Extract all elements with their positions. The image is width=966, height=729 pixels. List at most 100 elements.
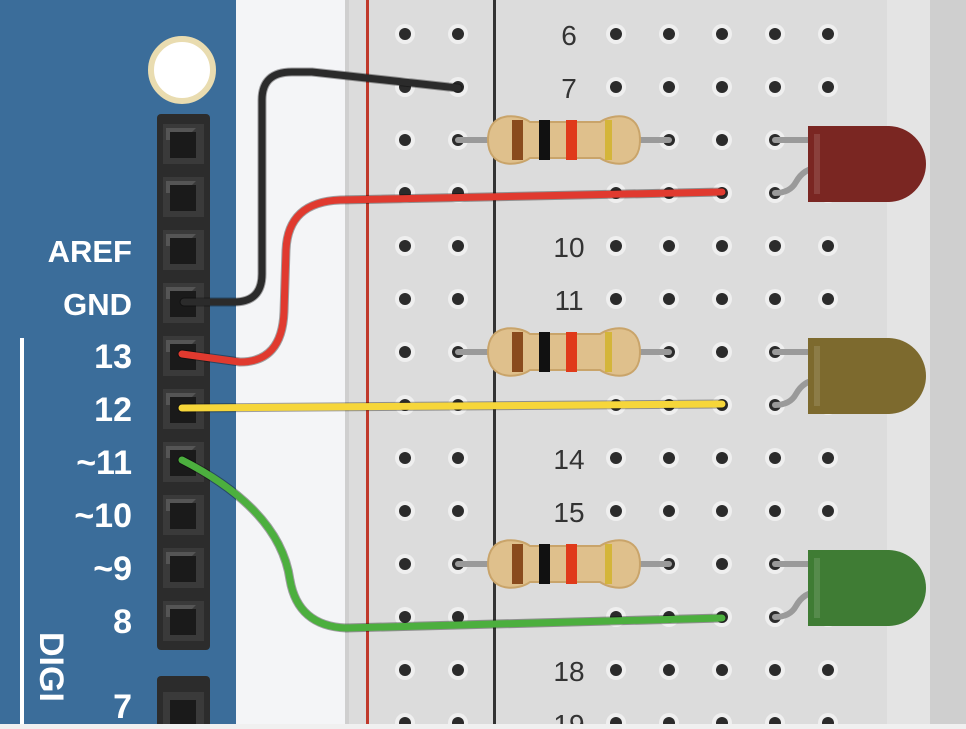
row-number: 10 bbox=[553, 232, 584, 263]
breadboard-hole[interactable] bbox=[822, 240, 834, 252]
breadboard-hole[interactable] bbox=[716, 558, 728, 570]
breadboard-hole[interactable] bbox=[716, 293, 728, 305]
resistor-band bbox=[512, 120, 523, 160]
header-pin[interactable] bbox=[170, 185, 196, 211]
led-green[interactable] bbox=[772, 550, 926, 626]
leds bbox=[772, 126, 926, 626]
breadboard-hole[interactable] bbox=[610, 664, 622, 676]
breadboard-hole[interactable] bbox=[452, 611, 464, 623]
pin12-wire[interactable] bbox=[178, 400, 726, 412]
breadboard-hole[interactable] bbox=[716, 134, 728, 146]
breadboard-hole[interactable] bbox=[663, 664, 675, 676]
pin-label: GND bbox=[63, 287, 132, 322]
pin13-wire[interactable] bbox=[178, 188, 726, 366]
header-pin[interactable] bbox=[170, 238, 196, 264]
mounting-hole bbox=[148, 36, 216, 104]
pin-label: ~10 bbox=[74, 497, 132, 535]
breadboard-hole[interactable] bbox=[610, 28, 622, 40]
digital-section-label: DIGI bbox=[32, 632, 70, 702]
breadboard-hole[interactable] bbox=[769, 81, 781, 93]
power-rail-red-line bbox=[366, 0, 369, 724]
breadboard-hole[interactable] bbox=[452, 240, 464, 252]
row-number: 15 bbox=[553, 497, 584, 528]
breadboard-hole[interactable] bbox=[822, 81, 834, 93]
header-pin[interactable] bbox=[170, 609, 196, 635]
pin-label: 13 bbox=[94, 338, 132, 376]
breadboard-hole[interactable] bbox=[769, 505, 781, 517]
breadboard-hole[interactable] bbox=[399, 293, 411, 305]
header-pin[interactable] bbox=[170, 700, 196, 726]
breadboard-hole[interactable] bbox=[663, 293, 675, 305]
breadboard-hole[interactable] bbox=[452, 452, 464, 464]
breadboard-hole[interactable] bbox=[716, 81, 728, 93]
header-pin[interactable] bbox=[170, 556, 196, 582]
led-body bbox=[808, 550, 926, 626]
breadboard-hole[interactable] bbox=[399, 505, 411, 517]
breadboard-hole[interactable] bbox=[610, 293, 622, 305]
breadboard-hole[interactable] bbox=[452, 505, 464, 517]
led-yellow[interactable] bbox=[772, 338, 926, 414]
breadboard-hole[interactable] bbox=[399, 452, 411, 464]
breadboard-hole[interactable] bbox=[769, 28, 781, 40]
header-pin[interactable] bbox=[170, 503, 196, 529]
resistor-middle[interactable] bbox=[455, 327, 672, 377]
resistor-band bbox=[539, 544, 550, 584]
breadboard-hole[interactable] bbox=[663, 28, 675, 40]
breadboard-hole[interactable] bbox=[716, 664, 728, 676]
breadboard-hole[interactable] bbox=[716, 240, 728, 252]
row-number: 6 bbox=[561, 20, 577, 51]
breadboard-hole[interactable] bbox=[399, 28, 411, 40]
breadboard-hole[interactable] bbox=[716, 346, 728, 358]
pin-label: 8 bbox=[113, 603, 132, 641]
resistor-band bbox=[566, 544, 577, 584]
breadboard-hole[interactable] bbox=[610, 240, 622, 252]
resistor-band bbox=[605, 544, 612, 584]
breadboard-hole[interactable] bbox=[716, 28, 728, 40]
breadboard-hole[interactable] bbox=[610, 505, 622, 517]
breadboard-hole[interactable] bbox=[822, 505, 834, 517]
row-number: 11 bbox=[554, 285, 583, 316]
breadboard-hole[interactable] bbox=[769, 452, 781, 464]
breadboard-hole[interactable] bbox=[716, 505, 728, 517]
breadboard-hole[interactable] bbox=[769, 664, 781, 676]
breadboard-hole[interactable] bbox=[399, 346, 411, 358]
row-number: 18 bbox=[553, 656, 584, 687]
resistor-top[interactable] bbox=[455, 115, 672, 165]
breadboard-hole[interactable] bbox=[399, 611, 411, 623]
breadboard-hole[interactable] bbox=[663, 81, 675, 93]
resistor-bottom[interactable] bbox=[455, 539, 672, 589]
resistor-band bbox=[512, 544, 523, 584]
breadboard-hole[interactable] bbox=[399, 664, 411, 676]
breadboard-hole[interactable] bbox=[610, 81, 622, 93]
breadboard-hole[interactable] bbox=[399, 134, 411, 146]
breadboard-hole[interactable] bbox=[399, 240, 411, 252]
header-pins bbox=[163, 124, 204, 729]
breadboard-hole[interactable] bbox=[663, 452, 675, 464]
led-highlight bbox=[814, 134, 820, 194]
header-pin[interactable] bbox=[170, 132, 196, 158]
resistor-body bbox=[486, 327, 642, 377]
breadboard-hole[interactable] bbox=[822, 452, 834, 464]
breadboard-hole[interactable] bbox=[399, 558, 411, 570]
breadboard-hole[interactable] bbox=[452, 293, 464, 305]
breadboard-hole[interactable] bbox=[452, 664, 464, 676]
led-red[interactable] bbox=[772, 126, 926, 202]
breadboard-hole[interactable] bbox=[822, 664, 834, 676]
resistor-band bbox=[566, 120, 577, 160]
resistors bbox=[455, 115, 672, 589]
breadboard-hole[interactable] bbox=[663, 505, 675, 517]
pin11-wire[interactable] bbox=[178, 456, 726, 632]
pin-label: 12 bbox=[94, 391, 132, 429]
resistor-band bbox=[539, 332, 550, 372]
breadboard-hole[interactable] bbox=[610, 452, 622, 464]
breadboard-hole[interactable] bbox=[716, 452, 728, 464]
breadboard-hole[interactable] bbox=[452, 28, 464, 40]
breadboard-hole[interactable] bbox=[822, 28, 834, 40]
breadboard-hole[interactable] bbox=[769, 240, 781, 252]
breadboard-hole[interactable] bbox=[822, 293, 834, 305]
gnd-wire[interactable] bbox=[180, 68, 462, 306]
breadboard-hole[interactable] bbox=[663, 240, 675, 252]
breadboard-hole[interactable] bbox=[769, 293, 781, 305]
